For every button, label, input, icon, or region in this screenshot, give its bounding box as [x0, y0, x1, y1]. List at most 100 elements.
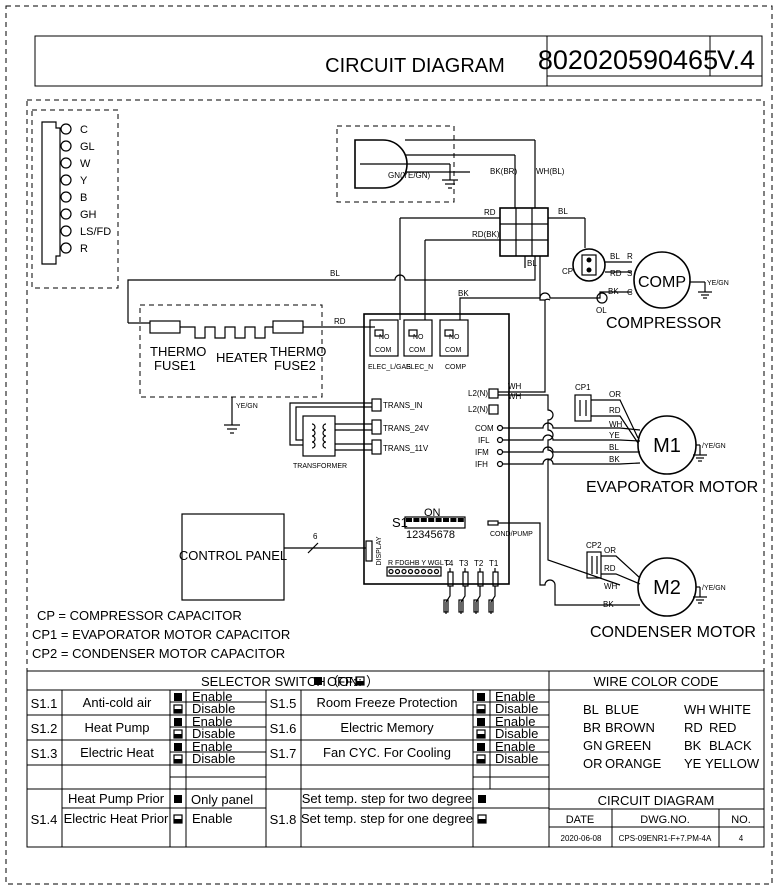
fan-pin — [496, 424, 504, 432]
color-code-bl: BL — [583, 702, 599, 717]
pin-ifl-label: IFL — [478, 436, 490, 445]
connector-pin-labels: R FDGHB Y WGL C — [388, 560, 451, 567]
terminal-b: B — [80, 192, 87, 204]
selector-option-enable: Enable — [495, 714, 535, 729]
selector-option-enable: Enable — [192, 689, 232, 704]
wire-label-or-cond: OR — [604, 546, 616, 555]
terminal-circle — [60, 174, 72, 186]
fan-pin — [496, 436, 504, 444]
wire-label-bl-top: BL — [558, 207, 568, 216]
wire-label-rd-heater: RD — [334, 317, 346, 326]
terminal-w: W — [80, 158, 91, 170]
selector-id: S1.5 — [270, 696, 297, 711]
fan-connector: COM IFL IFM IFH — [475, 424, 504, 469]
dip-cell — [406, 518, 412, 522]
switch-on-icon — [174, 795, 182, 803]
color-name-blue: BLUE — [605, 702, 639, 717]
selector-name: Heat Pump — [84, 720, 149, 735]
terminal-circle — [60, 191, 72, 203]
selector-id: S1.7 — [270, 746, 297, 761]
selector-name: Electric Heat — [80, 745, 154, 760]
control-panel-label: CONTROL PANEL — [179, 548, 287, 563]
power-plug: GN(YE/GN) — [336, 125, 515, 203]
fuse1-line2: FUSE1 — [154, 358, 196, 373]
wire-label-bk-br: BK(BR) — [490, 167, 517, 176]
s1-label: S1 — [392, 515, 408, 530]
compressor-caption: COMPRESSOR — [606, 315, 722, 332]
model-number: 802020590465 — [538, 45, 718, 75]
fuse2-line1: THERMO — [270, 344, 326, 359]
main-control-board — [363, 313, 510, 585]
terminal-y: Y — [80, 175, 88, 187]
no-label: NO. — [731, 814, 751, 826]
svg-text:COM: COM — [375, 347, 392, 354]
sensor-t1-label: T1 — [489, 559, 499, 568]
selector-name: Set temp. step for one degree — [301, 811, 473, 826]
terminal-circle — [60, 225, 72, 237]
selector-id: S1.6 — [270, 721, 297, 736]
dip-cell — [443, 518, 449, 522]
cp2-label: CP2 — [586, 541, 602, 550]
svg-text:COM: COM — [445, 347, 462, 354]
selector-id: S1.8 — [270, 812, 297, 827]
condenser-motor: M2 /YE/GN — [637, 557, 726, 617]
color-code-bk: BK — [684, 738, 702, 753]
date-label: DATE — [566, 814, 595, 826]
selector-option-disable: Disable — [192, 751, 235, 766]
display-label: DISPLAY — [376, 536, 383, 565]
svg-text:NO: NO — [449, 334, 460, 341]
connector-pin — [394, 568, 401, 575]
wire-label-ye-evap: YE — [609, 431, 620, 440]
color-code-gn: GN — [583, 738, 603, 753]
fan-pin — [496, 448, 504, 456]
m1-label: M1 — [653, 435, 681, 457]
sensor-t4-label: T4 — [444, 559, 454, 568]
wire-label-bk-comp: BK — [458, 289, 469, 298]
wire-label-rd-bk: RD(BK) — [472, 230, 500, 239]
heater-label: HEATER — [216, 350, 268, 365]
wire-label-ye-gn-evap: /YE/GN — [702, 443, 726, 450]
l2n-label-1: L2(N) — [468, 389, 488, 398]
terminal-c: C — [80, 124, 88, 136]
pin-ifm-label: IFM — [475, 448, 489, 457]
compressor-capacitor: CP — [562, 248, 606, 282]
compressor-motor: COMP YE/GN — [633, 251, 729, 309]
switch-on-icon — [477, 693, 485, 701]
selector-name: Set temp. step for two degree — [302, 791, 473, 806]
dip-cell — [428, 518, 435, 522]
ol-label: OL — [596, 306, 607, 315]
wire-label-ye-gn-cond: /YE/GN — [702, 585, 726, 592]
svg-text:NO: NO — [413, 334, 424, 341]
dip-cell — [435, 518, 442, 522]
comp-pin-s: S — [627, 269, 632, 278]
color-name-yellow: YELLOW — [705, 756, 760, 771]
wire-label-bk-comp2: BK — [608, 287, 619, 296]
svg-text:COM: COM — [409, 347, 426, 354]
comp-pin-r: R — [627, 252, 633, 261]
terminal-gh: GH — [80, 209, 97, 221]
color-name-black: BLACK — [709, 738, 752, 753]
connector-pin — [407, 568, 414, 575]
switch-on-icon — [477, 718, 485, 726]
evaporator-caption: EVAPORATOR MOTOR — [586, 479, 758, 496]
switch-off-fill — [478, 819, 486, 823]
relay-elec-n: NO COM ELEC_N — [403, 319, 433, 371]
switch-off-fill — [477, 734, 485, 738]
selector-name: Heat Pump Prior — [68, 791, 165, 806]
terminal-circle — [60, 242, 72, 254]
wire-label-rd-comp: RD — [610, 269, 622, 278]
svg-text:NO: NO — [379, 334, 390, 341]
dwg-value: CPS-09ENR1-F+7.PM-4A — [619, 834, 712, 843]
color-name-white: WHITE — [709, 702, 751, 717]
wire-label-ye-gn-heater: YE/GN — [236, 403, 258, 410]
outer-border — [5, 5, 773, 885]
selector-title-suffix: ） — [366, 674, 379, 689]
switch-off-fill — [477, 759, 485, 763]
condenser-capacitor: CP2 — [586, 541, 602, 579]
selector-option: Only panel — [191, 792, 253, 807]
switch-on-icon — [174, 743, 182, 751]
comp-label: COMP — [638, 274, 686, 291]
relay-label-elec-l-gas: ELEC_L/GAS — [368, 364, 411, 371]
wire-label-bk-evap: BK — [609, 455, 620, 464]
